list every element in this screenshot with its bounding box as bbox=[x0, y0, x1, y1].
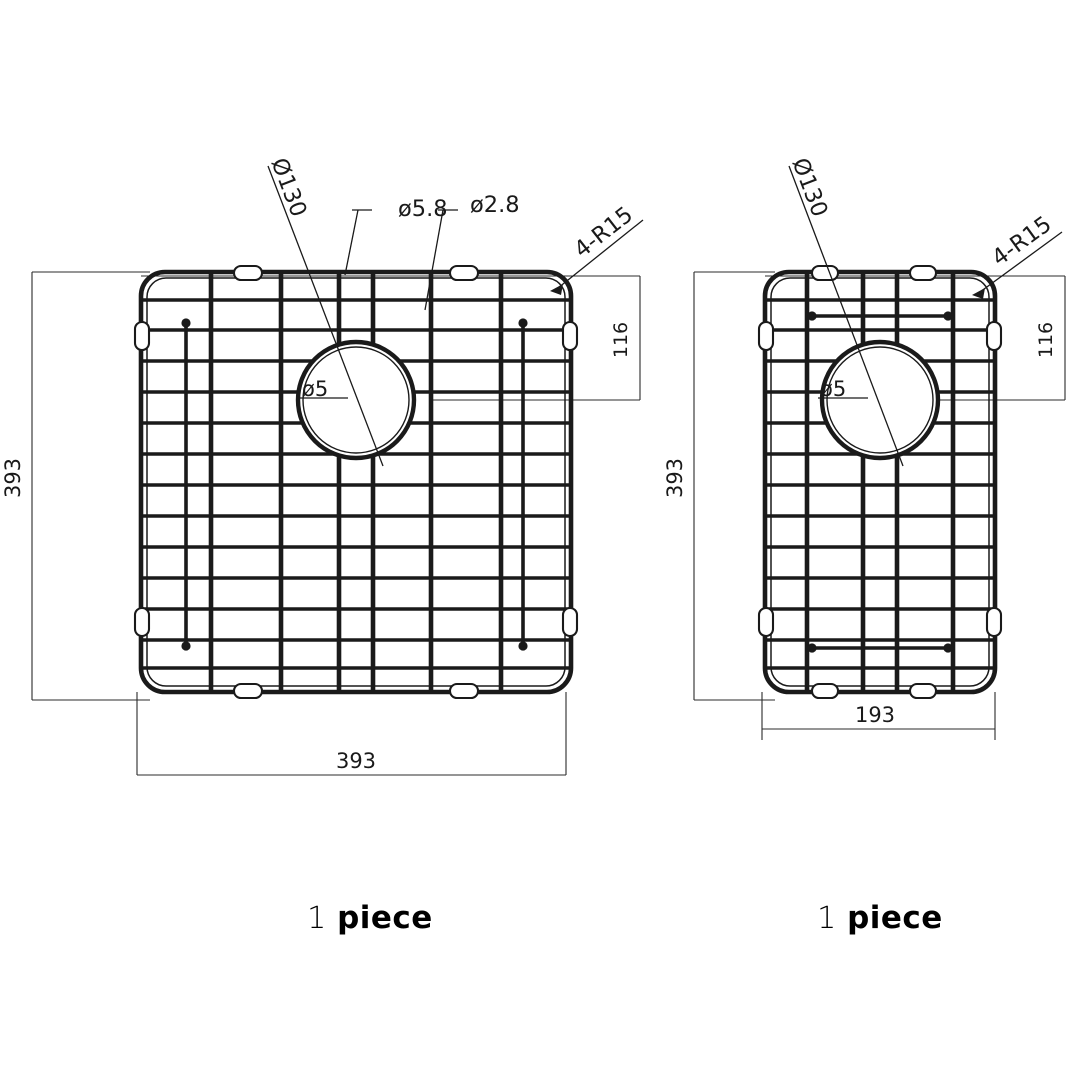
label-dia28-left: ø2.8 bbox=[470, 192, 520, 218]
dim-text-width-right: 193 bbox=[855, 703, 895, 727]
right-dimension-text: 393 193 116 bbox=[663, 322, 1057, 727]
bumper-bottom-right bbox=[448, 682, 480, 700]
bumper-top-left bbox=[232, 264, 264, 282]
dim-text-height-right: 393 bbox=[663, 458, 687, 498]
bumper-right-bottom bbox=[561, 606, 579, 638]
leader-dia28-left bbox=[424, 209, 444, 311]
bumper-left-bottom bbox=[133, 606, 151, 638]
left-caption-quantity: 1 bbox=[307, 901, 327, 936]
label-dia130-left: Ø130 bbox=[266, 155, 312, 221]
dim-text-height-left: 393 bbox=[1, 458, 25, 498]
bumper-right-top-r bbox=[985, 320, 1003, 352]
right-caption-quantity: 1 bbox=[817, 901, 837, 936]
bumper-bottom-right-r bbox=[908, 682, 938, 700]
left-caption-unit: piece bbox=[337, 900, 433, 936]
label-dia58-left: ø5.8 bbox=[398, 196, 448, 222]
left-bumpers bbox=[133, 264, 579, 700]
right-bumpers bbox=[757, 264, 1003, 700]
bumper-top-right-r bbox=[908, 264, 938, 282]
bumper-bottom-left-r bbox=[810, 682, 840, 700]
bumper-right-bottom-r bbox=[985, 606, 1003, 638]
right-drain-ring bbox=[819, 339, 941, 461]
left-support-rails bbox=[181, 318, 528, 651]
bumper-top-right bbox=[448, 264, 480, 282]
left-drain-ring bbox=[295, 339, 417, 461]
left-dimension-lines bbox=[31, 271, 641, 776]
label-dia5-right: ø5 bbox=[820, 377, 846, 401]
leader-dia130-right bbox=[788, 165, 904, 467]
leader-r15-arrow-left bbox=[550, 284, 563, 295]
left-horizontal-wires bbox=[141, 298, 571, 670]
leader-r15-left bbox=[557, 219, 644, 289]
bumper-left-top bbox=[133, 320, 151, 352]
right-frame bbox=[762, 269, 998, 695]
right-view-group: Ø130 4-R15 ø5 393 193 116 bbox=[663, 155, 1066, 740]
right-grid-wires bbox=[765, 272, 995, 692]
left-vertical-wires bbox=[208, 272, 504, 692]
label-dia5-left: ø5 bbox=[302, 377, 328, 401]
right-caption-unit: piece bbox=[847, 900, 943, 936]
right-vertical-wires bbox=[804, 272, 956, 692]
left-grid-wires bbox=[141, 272, 571, 692]
leader-r15-arrow-right bbox=[972, 288, 985, 299]
bumper-right-top bbox=[561, 320, 579, 352]
right-view-caption: 1 piece bbox=[700, 900, 1060, 936]
right-horizontal-wires bbox=[765, 298, 995, 670]
leader-dia58-left bbox=[344, 209, 359, 276]
dim-text-offset-left: 116 bbox=[610, 322, 632, 358]
left-view-group: Ø130 ø5.8 ø2.8 4-R15 ø5 393 393 116 bbox=[1, 155, 644, 776]
bumper-left-top-r bbox=[757, 320, 775, 352]
left-view-caption: 1 piece bbox=[180, 900, 560, 936]
leader-dia130-left bbox=[267, 165, 384, 467]
dim-text-offset-right: 116 bbox=[1035, 322, 1057, 358]
bumper-left-bottom-r bbox=[757, 606, 775, 638]
label-r15-right: 4-R15 bbox=[987, 211, 1056, 271]
left-dimension-text: 393 393 116 bbox=[1, 322, 632, 773]
right-leader-lines bbox=[788, 165, 1063, 467]
dim-text-width-left: 393 bbox=[336, 749, 376, 773]
leader-r15-right bbox=[979, 231, 1063, 293]
left-leader-lines bbox=[267, 165, 644, 467]
bumper-top-left-r bbox=[810, 264, 840, 282]
bumper-bottom-left bbox=[232, 682, 264, 700]
left-frame bbox=[138, 269, 574, 695]
right-support-rails bbox=[807, 311, 953, 653]
label-dia130-right: Ø130 bbox=[787, 155, 833, 221]
